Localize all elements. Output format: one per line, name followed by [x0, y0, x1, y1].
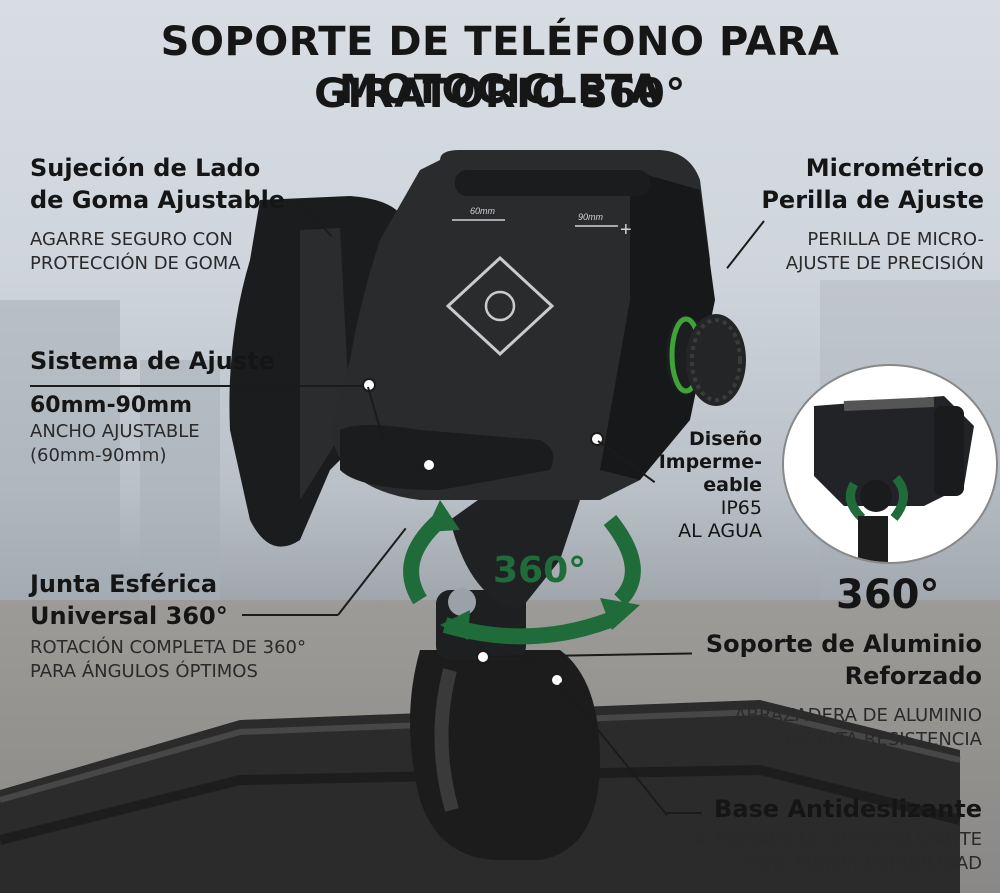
- rotation-arrows-icon: [403, 500, 641, 645]
- leader-line-base-end: [666, 812, 702, 814]
- feature-base-title: Base Antideslizante: [714, 795, 982, 823]
- feature-knob-desc: PERILLA DE MICRO- AJUSTE DE PRECISIÓN: [786, 228, 984, 276]
- page-title-line2: GIRATORIO 360°: [314, 71, 686, 117]
- brand-logo-icon: [445, 255, 555, 357]
- page-title: SOPORTE DE TELÉFONO PARA MOTOCICLETA: [160, 19, 840, 113]
- feature-adjust-desc: ANCHO AJUSTABLE (60mm-90mm): [30, 420, 200, 468]
- scale-plus-sign: +: [620, 219, 632, 241]
- feature-ball-title: Junta Esférica Universal 360°: [30, 568, 228, 632]
- feature-ball-desc-line2: PARA ÁNGULOS ÓPTIMOS: [30, 661, 258, 682]
- inset-caption: 360°: [836, 572, 940, 618]
- feature-waterproof: Diseño Imperme- eable IP65 AL AGUA: [640, 428, 762, 543]
- feature-grip-title: Sujeción de Lado de Goma Ajustable: [30, 152, 285, 216]
- feature-knob-desc-line1: PERILLA DE MICRO-: [807, 229, 984, 250]
- leader-line-ball: [242, 614, 338, 616]
- feature-ball-desc: ROTACIÓN COMPLETA DE 360° PARA ÁNGULOS Ó…: [30, 636, 306, 684]
- feature-grip-desc-line2: PROTECCIÓN DE GOMA: [30, 253, 241, 274]
- feature-knob-title: Micrométrico Perilla de Ajuste: [761, 152, 984, 216]
- feature-ball-desc-line1: ROTACIÓN COMPLETA DE 360°: [30, 637, 306, 658]
- feature-grip-title-line1: Sujeción de Lado: [30, 154, 261, 182]
- feature-grip-title-line2: de Goma Ajustable: [30, 186, 286, 214]
- feature-waterproof-line1: Diseño: [688, 428, 762, 450]
- ball-joint-arm: [450, 470, 590, 610]
- feature-base-desc: ALMOHADILLA ANTIDESLIZANTE PARA MAYOR ES…: [692, 828, 982, 876]
- feature-adjust-desc-line2: (60mm-90mm): [30, 445, 167, 466]
- feature-aluminum-title: Soporte de Aluminio Reforzado: [706, 628, 982, 692]
- feature-knob-title-line2: Perilla de Ajuste: [761, 186, 984, 214]
- feature-waterproof-line3: eable: [703, 474, 762, 496]
- feature-aluminum-desc-line1: ABRAZADERA DE ALUMINIO: [734, 705, 982, 726]
- feature-ball-title-line1: Junta Esférica: [30, 570, 218, 598]
- scale-mark-min: 60mm: [470, 206, 496, 216]
- feature-knob-desc-line2: AJUSTE DE PRECISIÓN: [785, 253, 984, 274]
- feature-aluminum-title-line2: Reforzado: [844, 662, 982, 690]
- feature-aluminum-desc-line2: DE ALTA RESISTENCIA: [785, 729, 982, 750]
- rotation-badge: 360°: [493, 550, 586, 591]
- rotation-inset: [782, 364, 998, 564]
- feature-base-desc-line1: ALMOHADILLA ANTIDESLIZANTE: [691, 829, 982, 850]
- inset-illustration: [814, 396, 974, 562]
- adjust-knob-icon: [666, 314, 746, 406]
- leader-line-adjust-top: [30, 385, 368, 387]
- feature-ball-title-line2: Universal 360°: [30, 602, 228, 630]
- feature-grip-desc-line1: AGARRE SEGURO CON: [30, 229, 233, 250]
- feature-adjust-range: 60mm-90mm: [30, 393, 193, 418]
- feature-waterproof-line5: AL AGUA: [678, 520, 762, 542]
- background-building: [140, 360, 220, 600]
- feature-aluminum-desc: ABRAZADERA DE ALUMINIO DE ALTA RESISTENC…: [734, 704, 982, 752]
- feature-grip-desc: AGARRE SEGURO CON PROTECCIÓN DE GOMA: [30, 228, 241, 276]
- phone-tray: 60mm 90mm +: [330, 150, 715, 500]
- feature-base-desc-line2: PARA MAYOR ESTABILIDAD: [743, 853, 982, 874]
- feature-aluminum-title-line1: Soporte de Aluminio: [705, 630, 982, 658]
- feature-adjust-desc-line1: ANCHO AJUSTABLE: [30, 421, 200, 442]
- background-building: [0, 300, 120, 600]
- scale-mark-max: 90mm: [578, 212, 604, 222]
- leader-dot-tray: [422, 458, 436, 472]
- feature-waterproof-line4: IP65: [720, 497, 762, 519]
- feature-waterproof-line2: Imperme-: [658, 451, 762, 473]
- feature-adjust-title: Sistema de Ajuste: [30, 347, 275, 375]
- feature-knob-title-line1: Micrométrico: [805, 154, 984, 182]
